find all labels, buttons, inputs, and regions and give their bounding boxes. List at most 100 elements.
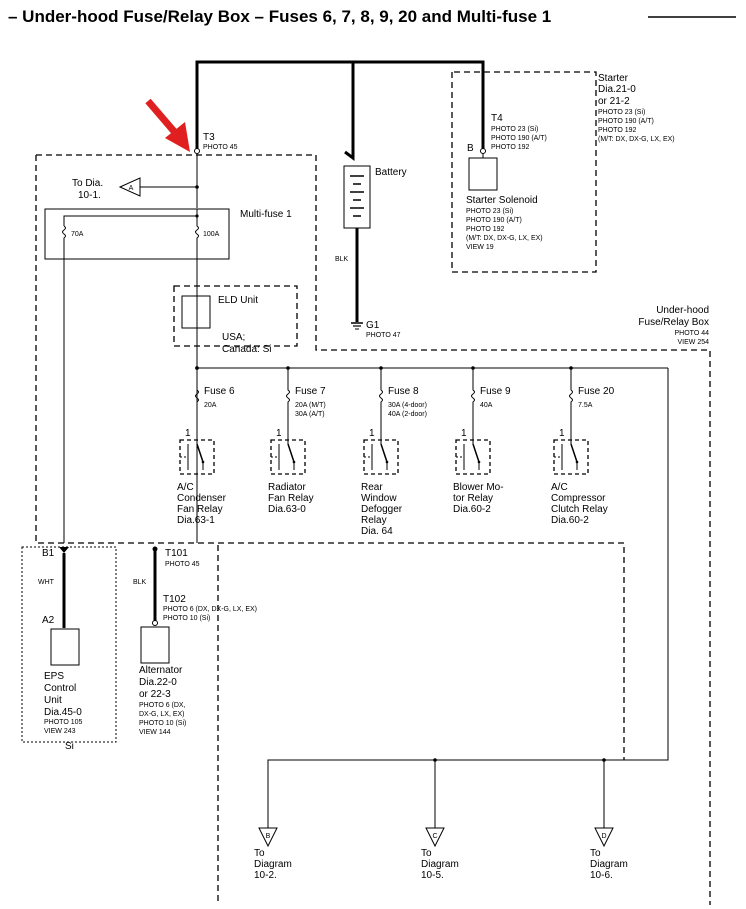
eps-control-unit [21,546,117,743]
alternator-name-2: Dia.22-0 [139,677,177,688]
alternator-name-1: Alternator [139,665,183,676]
starter-pin: B [467,143,474,154]
multifuse-left-rating: 70A [71,231,84,238]
relay-label: Compressor [551,493,606,504]
relay-label: Defogger [361,504,403,515]
relay-pivot [575,460,579,464]
t102-label: T102 [163,594,186,605]
relay-label: Rear [361,482,383,493]
fusebox-outline-upper [36,154,711,905]
output-line-3: 10-6. [590,870,613,881]
relay-switch [570,443,578,463]
multifuse-right-rating: 100A [203,231,220,238]
relay-label: A/C [177,482,194,493]
relay-switch [380,443,388,463]
fuse-name: Fuse 6 [204,386,235,397]
alternator [140,546,170,664]
pointer-arrow-icon [145,98,190,152]
fusebox-outline-lower [35,155,625,760]
output-line-3: 10-2. [254,870,277,881]
t101-label: T101 [165,548,188,559]
t4-photo-1: PHOTO 23 (Si) [491,126,538,133]
starter-photo-4: (M/T: DX, DX-G, LX, EX) [598,136,675,143]
t102-photo-1: PHOTO 6 (DX, DX-G, LX, EX) [163,606,257,613]
alternator-name-3: or 22-3 [139,689,171,700]
fuse-wire [286,368,290,444]
fuse-name: Fuse 8 [388,386,419,397]
relay-pivot [292,460,296,464]
eps-pin-bottom: A2 [42,615,55,626]
fuse-rating: 20A (M/T) [295,402,326,409]
eld-region-1: USA; [222,332,245,343]
connector-triangle-icon [425,827,445,848]
fuse-name: Fuse 9 [480,386,511,397]
to-dia-a-line1: To Dia. [72,178,103,189]
fuse-wire [379,368,383,444]
relay-label: Fan Relay [268,493,314,504]
to-dia-a-connector: A To Dia. 10-1. [72,177,199,201]
output-line-1: To [254,848,265,859]
fuse-rating: 40A (2-door) [388,411,427,418]
ground-icon [351,322,363,330]
eld-region-2: Canada: Si [222,344,271,355]
fuse-wire [471,368,475,444]
ground-label: G1 [366,320,380,331]
page-title: – Under-hood Fuse/Relay Box – Fuses 6, 7… [8,7,551,26]
relay-label: tor Relay [453,493,493,504]
connector-letter: D [601,833,606,840]
relay-label: Blower Mo- [453,482,504,493]
relay-label: Window [361,493,397,504]
t4-label: T4 [491,113,503,124]
alternator-view: VIEW 144 [139,729,171,736]
t3-terminal [194,148,200,154]
relay-switch [196,443,204,463]
ground-photo: PHOTO 47 [366,332,401,339]
relay-label: A/C [551,482,568,493]
fuse-name: Fuse 20 [578,386,615,397]
connector-triangle-icon [594,827,614,848]
relay-pivot [201,460,205,464]
connector-triangle-icon [258,827,278,848]
output-connector-group: BToDiagram10-2.CToDiagram10-5.DToDiagram… [254,827,628,881]
starter-photo-1: PHOTO 23 (Si) [598,109,645,116]
fuse-pin: 1 [276,428,282,439]
relay-icon [455,439,491,475]
multifuse-label: Multi-fuse 1 [240,209,292,220]
fusebox-label-1: Under-hood [656,305,709,316]
battery-wire-color: BLK [335,256,349,263]
starter [451,71,597,273]
relay-label: Dia.63-1 [177,515,215,526]
relay-label: Dia.60-2 [551,515,589,526]
eld-unit: ELD Unit USA; Canada: Si [173,285,298,355]
fuse-rating: 40A [480,402,493,409]
fuse-name: Fuse 7 [295,386,326,397]
solenoid-photo-4: (M/T: DX, DX-G, LX, EX) [466,235,543,242]
t3-photo: PHOTO 45 [203,144,238,151]
starter-title-2: Dia.21-0 [598,84,636,95]
alternator-photo-1: PHOTO 6 (DX, [139,702,186,709]
multifuse-1: Multi-fuse 1 70A 100A [44,208,292,543]
relay-label: Radiator [268,482,306,493]
eld-label: ELD Unit [218,295,258,306]
relay-icon [363,439,399,475]
output-line-2: Diagram [254,859,292,870]
t101-photo: PHOTO 45 [165,561,200,568]
starter-title-3: or 21-2 [598,96,630,107]
fuse-wire [195,368,199,444]
fuse-rating: 30A (4-door) [388,402,427,409]
relay-label: Fan Relay [177,504,223,515]
connector-letter: B [266,833,271,840]
eps-pin-top: B1 [42,548,55,559]
fuse-pin: 1 [559,428,565,439]
solenoid-label: Starter Solenoid [466,195,538,206]
fuse-rating: 30A (A/T) [295,411,325,418]
t4-photo-3: PHOTO 192 [491,144,529,151]
eps-name-2: Control [44,683,76,694]
battery: Battery [343,165,407,229]
output-line-1: To [590,848,601,859]
